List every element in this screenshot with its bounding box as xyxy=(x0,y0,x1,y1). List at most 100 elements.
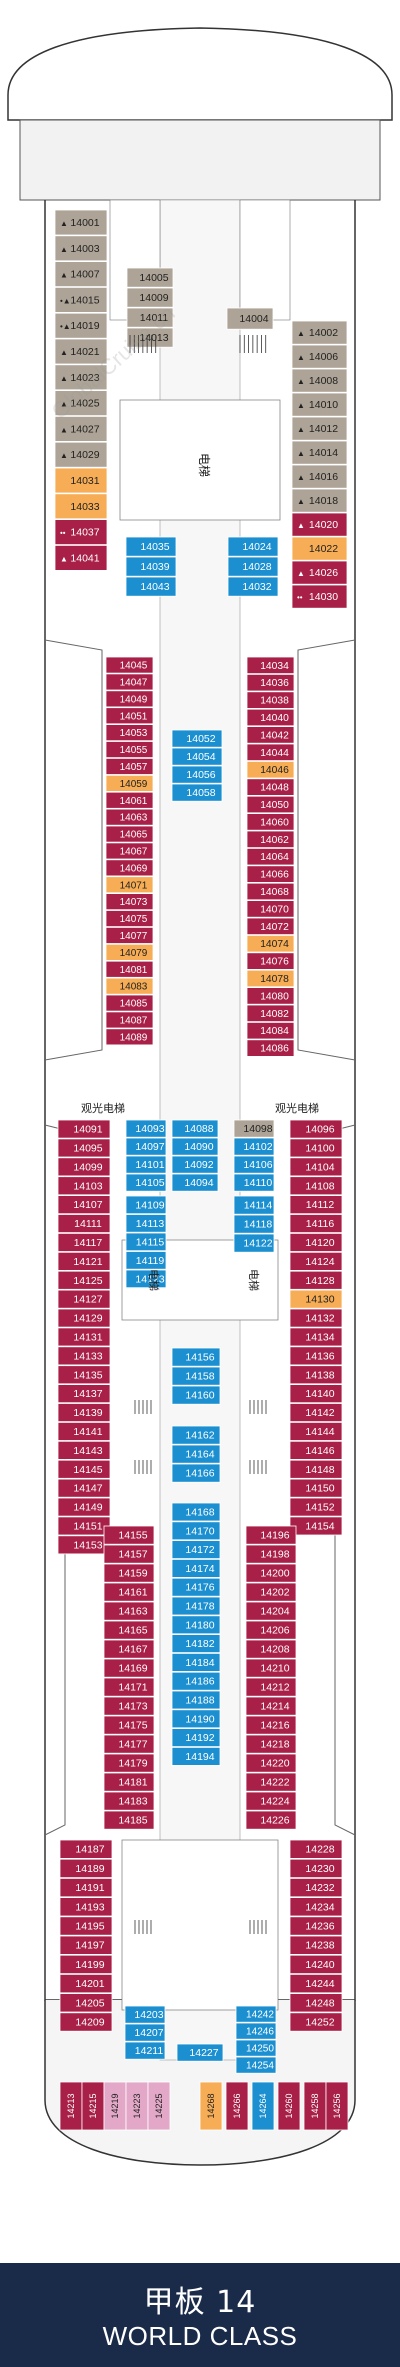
cabin-14102[interactable]: 14102 xyxy=(233,1137,275,1156)
cabin-14194[interactable]: 14194 xyxy=(171,1747,221,1766)
cabin-14204[interactable]: 14204 xyxy=(245,1601,297,1621)
cabin-14058[interactable]: 14058 xyxy=(171,783,223,802)
cabin-14053[interactable]: 14053 xyxy=(105,724,154,742)
cabin-14032[interactable]: 14032 xyxy=(227,576,279,597)
cabin-14045[interactable]: 14045 xyxy=(105,656,154,674)
cabin-14116[interactable]: 14116 xyxy=(289,1214,343,1234)
cabin-14160[interactable]: 14160 xyxy=(171,1385,221,1405)
cabin-14082[interactable]: 14082 xyxy=(246,1004,295,1023)
cabin-14110[interactable]: 14110 xyxy=(233,1173,275,1192)
cabin-14028[interactable]: 14028 xyxy=(227,556,279,577)
cabin-14048[interactable]: 14048 xyxy=(246,778,295,796)
cabin-14150[interactable]: 14150 xyxy=(289,1478,343,1498)
cabin-14182[interactable]: 14182 xyxy=(171,1634,221,1653)
cabin-14153[interactable]: 14153 xyxy=(57,1535,111,1555)
cabin-14184[interactable]: 14184 xyxy=(171,1653,221,1672)
cabin-14134[interactable]: 14134 xyxy=(289,1327,343,1347)
cabin-14148[interactable]: 14148 xyxy=(289,1459,343,1479)
cabin-14264[interactable]: 14264 xyxy=(251,2081,275,2131)
cabin-14143[interactable]: 14143 xyxy=(57,1440,111,1460)
cabin-14070[interactable]: 14070 xyxy=(246,900,295,918)
cabin-14149[interactable]: 14149 xyxy=(57,1497,111,1517)
cabin-14164[interactable]: 14164 xyxy=(171,1444,221,1464)
cabin-14123[interactable]: 14123 xyxy=(125,1269,167,1289)
cabin-14094[interactable]: 14094 xyxy=(171,1173,219,1192)
cabin-14234[interactable]: 14234 xyxy=(289,1897,343,1917)
cabin-14185[interactable]: 14185 xyxy=(103,1810,155,1830)
cabin-14212[interactable]: 14212 xyxy=(245,1677,297,1697)
cabin-14130[interactable]: 14130 xyxy=(289,1289,343,1309)
cabin-14187[interactable]: 14187 xyxy=(59,1839,113,1859)
cabin-14081[interactable]: 14081 xyxy=(105,960,154,978)
cabin-14177[interactable]: 14177 xyxy=(103,1734,155,1754)
cabin-14203[interactable]: 14203 xyxy=(124,2005,166,2024)
cabin-14016[interactable]: 14016▲ xyxy=(291,464,348,489)
cabin-14057[interactable]: 14057 xyxy=(105,758,154,775)
cabin-14011[interactable]: 14011 xyxy=(126,307,174,328)
cabin-14068[interactable]: 14068 xyxy=(246,882,295,901)
cabin-14069[interactable]: 14069 xyxy=(105,859,154,877)
cabin-14089[interactable]: 14089 xyxy=(105,1028,154,1046)
cabin-14093[interactable]: 14093 xyxy=(125,1119,167,1138)
cabin-14141[interactable]: 14141 xyxy=(57,1422,111,1441)
cabin-14191[interactable]: 14191 xyxy=(59,1878,113,1898)
cabin-14157[interactable]: 14157 xyxy=(103,1544,155,1564)
cabin-14188[interactable]: 14188 xyxy=(171,1690,221,1710)
cabin-14080[interactable]: 14080 xyxy=(246,987,295,1005)
cabin-14046[interactable]: 14046 xyxy=(246,761,295,779)
cabin-14254[interactable]: 14254 xyxy=(235,2056,277,2074)
cabin-14156[interactable]: 14156 xyxy=(171,1347,221,1367)
cabin-14225[interactable]: 14225 xyxy=(147,2081,171,2131)
cabin-14112[interactable]: 14112 xyxy=(289,1195,343,1215)
cabin-14198[interactable]: 14198 xyxy=(245,1544,297,1564)
cabin-14107[interactable]: 14107 xyxy=(57,1195,111,1215)
cabin-14222[interactable]: 14222 xyxy=(245,1772,297,1792)
cabin-14181[interactable]: 14181 xyxy=(103,1772,155,1792)
cabin-14062[interactable]: 14062 xyxy=(246,830,295,849)
cabin-14096[interactable]: 14096 xyxy=(289,1119,343,1139)
cabin-14155[interactable]: 14155 xyxy=(103,1525,155,1545)
cabin-14226[interactable]: 14226 xyxy=(245,1810,297,1830)
cabin-14001[interactable]: 14001▲ xyxy=(54,209,108,236)
cabin-14084[interactable]: 14084 xyxy=(246,1022,295,1040)
cabin-14004[interactable]: 14004 xyxy=(226,307,274,330)
cabin-14101[interactable]: 14101 xyxy=(125,1155,167,1174)
cabin-14146[interactable]: 14146 xyxy=(289,1440,343,1460)
cabin-14186[interactable]: 14186 xyxy=(171,1671,221,1691)
cabin-14008[interactable]: 14008▲ xyxy=(291,368,348,393)
cabin-14075[interactable]: 14075 xyxy=(105,910,154,928)
cabin-14120[interactable]: 14120 xyxy=(289,1233,343,1252)
cabin-14268[interactable]: 14268 xyxy=(199,2081,223,2131)
cabin-14085[interactable]: 14085 xyxy=(105,994,154,1012)
cabin-14178[interactable]: 14178 xyxy=(171,1596,221,1616)
cabin-14019[interactable]: 14019•▲ xyxy=(54,312,108,339)
cabin-14091[interactable]: 14091 xyxy=(57,1119,111,1139)
cabin-14059[interactable]: 14059 xyxy=(105,774,154,792)
cabin-14147[interactable]: 14147 xyxy=(57,1478,111,1498)
cabin-14077[interactable]: 14077 xyxy=(105,927,154,944)
cabin-14128[interactable]: 14128 xyxy=(289,1270,343,1290)
cabin-14014[interactable]: 14014▲ xyxy=(291,440,348,465)
cabin-14216[interactable]: 14216 xyxy=(245,1715,297,1735)
cabin-14201[interactable]: 14201 xyxy=(59,1974,113,1994)
cabin-14029[interactable]: 14029▲ xyxy=(54,441,108,468)
cabin-14052[interactable]: 14052 xyxy=(171,729,223,748)
cabin-14169[interactable]: 14169 xyxy=(103,1658,155,1678)
cabin-14114[interactable]: 14114 xyxy=(233,1195,275,1215)
cabin-14009[interactable]: 14009 xyxy=(126,287,174,308)
cabin-14258[interactable]: 14258 xyxy=(303,2081,327,2131)
cabin-14129[interactable]: 14129 xyxy=(57,1308,111,1328)
cabin-14117[interactable]: 14117 xyxy=(57,1233,111,1252)
cabin-14099[interactable]: 14099 xyxy=(57,1157,111,1177)
cabin-14042[interactable]: 14042 xyxy=(246,726,295,744)
cabin-14218[interactable]: 14218 xyxy=(245,1734,297,1754)
cabin-14113[interactable]: 14113 xyxy=(125,1214,167,1233)
cabin-14073[interactable]: 14073 xyxy=(105,893,154,911)
cabin-14100[interactable]: 14100 xyxy=(289,1138,343,1158)
cabin-14205[interactable]: 14205 xyxy=(59,1993,113,2013)
cabin-14180[interactable]: 14180 xyxy=(171,1615,221,1635)
cabin-14195[interactable]: 14195 xyxy=(59,1916,113,1936)
cabin-14065[interactable]: 14065 xyxy=(105,825,154,843)
cabin-14007[interactable]: 14007▲ xyxy=(54,261,108,288)
cabin-14192[interactable]: 14192 xyxy=(171,1728,221,1747)
